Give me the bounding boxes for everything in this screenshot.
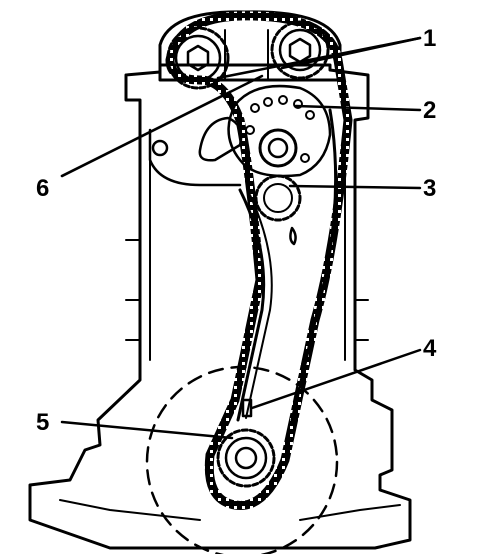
chain-guide-arm [198,116,243,162]
callout-4: 4 [423,335,437,362]
block-mark-0 [289,226,297,246]
callout-6: 6 [36,175,49,202]
left-tensioner-rail-inner [245,194,273,419]
oil-pump-sprocket [254,174,302,222]
leader-lines [60,36,422,440]
crankshaft-sprocket [216,428,276,488]
intermediate-plate [227,84,332,178]
intake-cam-sprocket [166,26,230,90]
engine-block-inner-left [125,139,151,361]
callout-2: 2 [423,97,436,124]
guide-arm-pivot [151,139,169,157]
left-tensioner-rail [236,188,266,422]
right-guide-rail [290,108,338,422]
cam-housing [158,10,342,82]
block-shoulder [148,128,242,187]
exhaust-cam-sprocket [270,20,330,80]
callout-1: 1 [423,25,436,52]
callout-3: 3 [423,175,436,202]
callout-5: 5 [36,409,49,436]
engine-block-outline [28,63,412,550]
